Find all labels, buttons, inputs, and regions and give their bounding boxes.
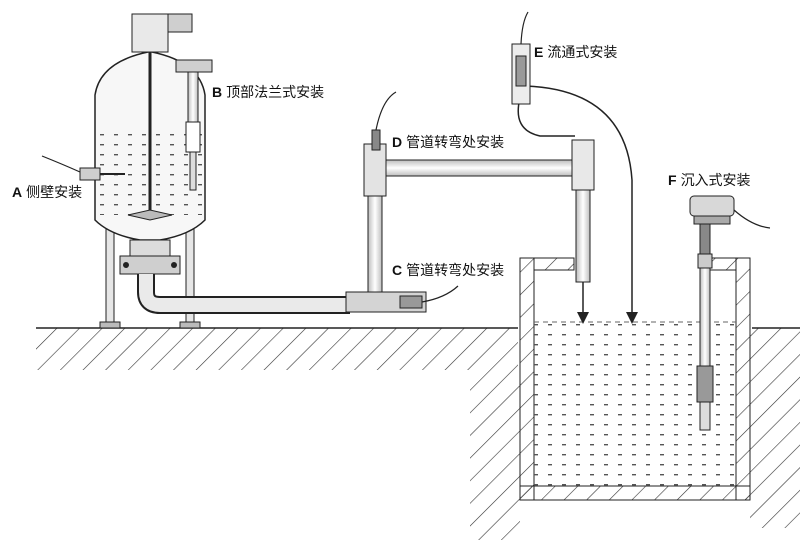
label-c-text: 管道转弯处安装	[406, 263, 505, 279]
label-d-letter: D	[392, 134, 403, 150]
ground	[36, 327, 800, 540]
label-b-text: 顶部法兰式安装	[226, 85, 325, 101]
label-d-text: 管道转弯处安装	[406, 135, 505, 151]
submersion-assembly	[689, 195, 771, 431]
label-c-letter: C	[392, 262, 403, 278]
vessel	[41, 13, 213, 329]
label-e-letter: E	[534, 44, 544, 60]
label-b-letter: B	[212, 84, 223, 100]
label-f-letter: F	[668, 172, 677, 188]
label-f-text: 沉入式安装	[680, 173, 751, 189]
open-tank	[519, 257, 751, 501]
label-a-letter: A	[12, 184, 23, 200]
label-a-text: 侧壁安装	[26, 185, 83, 201]
pipework	[137, 11, 638, 324]
label-e-text: 流通式安装	[547, 45, 618, 61]
